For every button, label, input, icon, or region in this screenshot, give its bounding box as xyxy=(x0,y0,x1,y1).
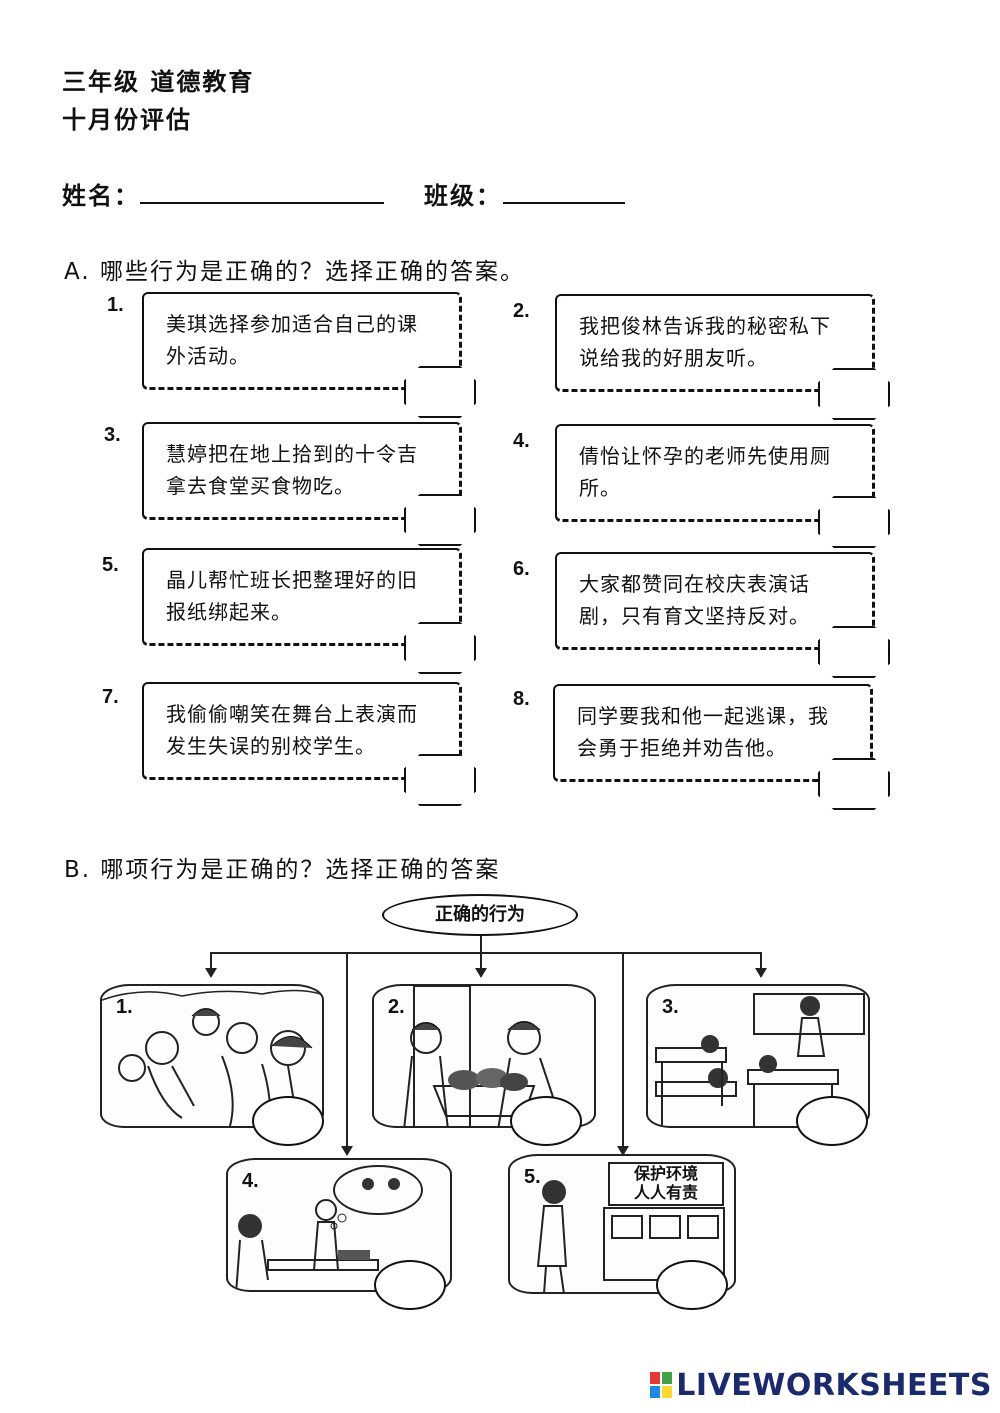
item-3-text: 慧婷把在地上拾到的十令吉拿去食堂买食物吃。 xyxy=(166,442,418,498)
correct-behavior-label: 正确的行为 xyxy=(382,894,578,936)
item-5-number: 5. xyxy=(102,554,119,576)
assessment-title: 十月份评估 xyxy=(62,105,192,134)
arrow-icon xyxy=(475,968,487,978)
item-1-number: 1. xyxy=(107,294,124,316)
item-3-statement: 慧婷把在地上拾到的十令吉拿去食堂买食物吃。 xyxy=(142,422,462,520)
logo-icon xyxy=(650,1371,673,1398)
item-1-statement: 美琪选择参加适合自己的课外活动。 xyxy=(142,292,462,390)
connector-line xyxy=(760,952,762,970)
picture-5-number: 5. xyxy=(524,1166,541,1188)
name-label: 姓名： xyxy=(62,181,140,210)
item-7-number: 7. xyxy=(102,686,119,708)
item-2-text: 我把俊林告诉我的秘密私下说给我的好朋友听。 xyxy=(579,314,831,370)
arrow-icon xyxy=(205,968,217,978)
environment-sign: 保护环境 人人有责 xyxy=(608,1162,724,1206)
picture-4-number: 4. xyxy=(242,1170,259,1192)
item-8-text: 同学要我和他一起逃课，我会勇于拒绝并劝告他。 xyxy=(577,704,829,760)
item-5-text: 晶儿帮忙班长把整理好的旧报纸绑起来。 xyxy=(166,568,418,624)
item-5-statement: 晶儿帮忙班长把整理好的旧报纸绑起来。 xyxy=(142,548,462,646)
item-8-statement: 同学要我和他一起逃课，我会勇于拒绝并劝告他。 xyxy=(553,684,873,782)
item-2-statement: 我把俊林告诉我的秘密私下说给我的好朋友听。 xyxy=(555,294,875,392)
arrow-icon xyxy=(341,1146,353,1156)
item-1-answer-box[interactable] xyxy=(404,366,476,418)
picture-2-answer-oval[interactable] xyxy=(510,1096,582,1146)
sign-line-2: 人人有责 xyxy=(633,1183,698,1202)
item-4-text: 倩怡让怀孕的老师先使用厕所。 xyxy=(579,444,831,500)
item-4-number: 4. xyxy=(513,430,530,452)
name-input-line[interactable] xyxy=(140,202,384,204)
item-6-statement: 大家都赞同在校庆表演话剧，只有育文坚持反对。 xyxy=(555,552,875,650)
item-4-answer-box[interactable] xyxy=(818,496,890,548)
logo-text: LIVEWORKSHEETS xyxy=(676,1368,992,1403)
item-1-text: 美琪选择参加适合自己的课外活动。 xyxy=(166,312,418,368)
connector-line xyxy=(210,952,762,954)
item-3-number: 3. xyxy=(104,424,121,446)
picture-4-answer-oval[interactable] xyxy=(374,1260,446,1310)
item-3-answer-box[interactable] xyxy=(404,494,476,546)
section-b-title: B. 哪项行为是正确的？选择正确的答案 xyxy=(64,857,501,883)
item-6-text: 大家都赞同在校庆表演话剧，只有育文坚持反对。 xyxy=(579,572,810,628)
liveworksheets-logo: LIVEWORKSHEETS xyxy=(650,1368,992,1403)
connector-line xyxy=(480,952,482,970)
teacher-student-illustration xyxy=(235,1165,423,1290)
picture-5-answer-oval[interactable] xyxy=(656,1260,728,1310)
classroom-illustration xyxy=(655,993,865,1126)
class-label: 班级： xyxy=(424,181,502,210)
item-2-number: 2. xyxy=(513,300,530,322)
picture-1-number: 1. xyxy=(116,996,133,1018)
item-7-text: 我偷偷嘲笑在舞台上表演而发生失误的别校学生。 xyxy=(166,702,418,758)
sign-line-1: 保护环境 xyxy=(633,1164,698,1183)
connector-line xyxy=(210,952,212,970)
item-2-answer-box[interactable] xyxy=(818,368,890,420)
arrow-icon xyxy=(617,1146,629,1156)
class-input-line[interactable] xyxy=(503,202,625,204)
item-7-statement: 我偷偷嘲笑在舞台上表演而发生失误的别校学生。 xyxy=(142,682,462,780)
children-group-illustration xyxy=(102,989,322,1126)
section-a-title: A. 哪些行为是正确的？选择正确的答案。 xyxy=(64,259,525,285)
connector-line xyxy=(480,936,482,952)
picture-3-number: 3. xyxy=(662,996,679,1018)
picture-1-answer-oval[interactable] xyxy=(252,1096,324,1146)
item-5-answer-box[interactable] xyxy=(404,622,476,674)
arrow-icon xyxy=(755,968,767,978)
item-6-answer-box[interactable] xyxy=(818,626,890,678)
item-6-number: 6. xyxy=(513,558,530,580)
grade-subject-title: 三年级 道德教育 xyxy=(62,67,255,96)
connector-line xyxy=(346,952,348,1148)
item-7-answer-box[interactable] xyxy=(404,754,476,806)
item-8-number: 8. xyxy=(513,688,530,710)
connector-line xyxy=(622,952,624,1148)
picture-3-answer-oval[interactable] xyxy=(796,1096,868,1146)
picture-2-number: 2. xyxy=(388,996,405,1018)
item-4-statement: 倩怡让怀孕的老师先使用厕所。 xyxy=(555,424,875,522)
item-8-answer-box[interactable] xyxy=(818,758,890,810)
